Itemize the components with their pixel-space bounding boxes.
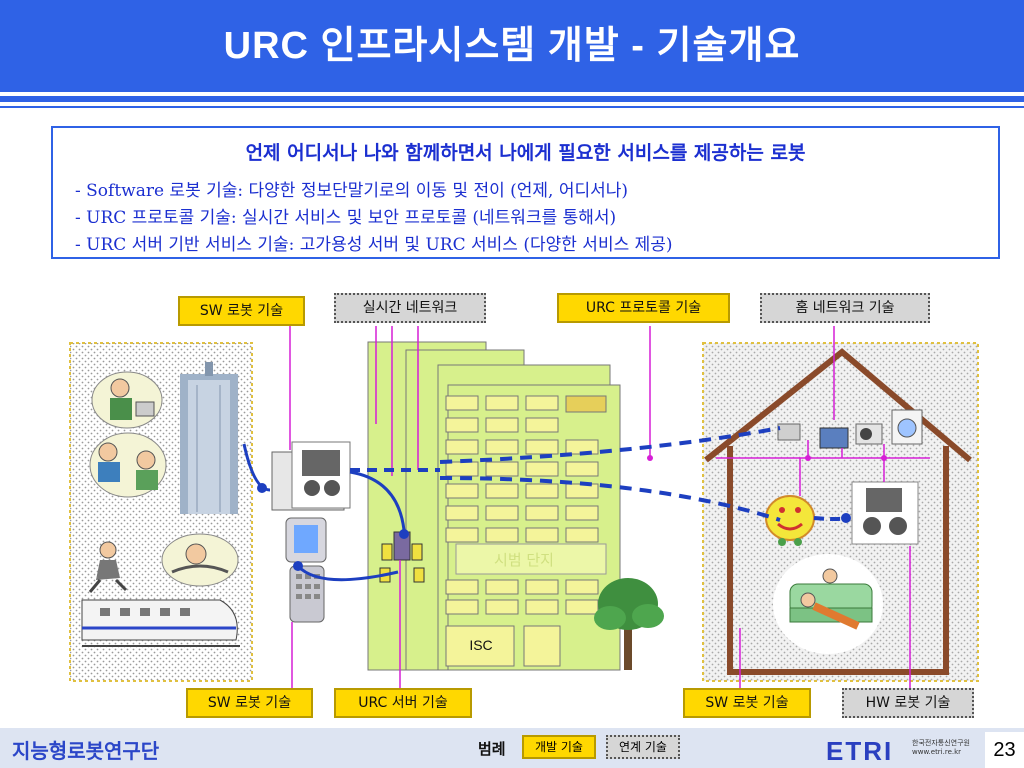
footer-bar	[0, 728, 1024, 768]
etri-logo-subtitle: 한국전자통신연구원 www.etri.re.kr	[912, 739, 970, 756]
label-home-network: 홈 네트워크 기술	[760, 293, 930, 323]
driver-clipart	[161, 533, 239, 587]
label-realtime-network: 실시간 네트워크	[334, 293, 486, 323]
label-hw-robot: HW 로봇 기술	[842, 688, 974, 718]
building-windows	[445, 395, 599, 667]
meeting-people-clipart	[89, 432, 167, 498]
tree-clipart	[594, 578, 664, 670]
server-building	[367, 341, 621, 671]
legend-dev-tech: 개발 기술	[522, 735, 596, 759]
intro-headline: 언제 어디서나 나와 함께하면서 나에게 필요한 서비스를 제공하는 로봇	[245, 142, 806, 164]
skyscraper-image	[180, 362, 238, 514]
connector-nodes	[647, 455, 887, 461]
office-worker-clipart	[91, 371, 163, 429]
label-sw-robot-top: SW 로봇 기술	[178, 296, 305, 326]
running-man-clipart	[88, 541, 128, 593]
intro-line-software-robot: - Software 로봇 기술: 다양한 정보단말기로의 이동 및 전이 (언…	[75, 181, 629, 201]
intro-box: 언제 어디서나 나와 함께하면서 나에게 필요한 서비스를 제공하는 로봇 - …	[51, 126, 1000, 259]
label-sw-robot-bottom-right: SW 로봇 기술	[683, 688, 811, 718]
bullet-train-clipart	[81, 599, 240, 647]
label-sw-robot-bottom-left: SW 로봇 기술	[186, 688, 313, 718]
sw-robot-screen	[271, 441, 351, 511]
header-bar	[0, 0, 1024, 92]
urc-architecture-diagram: 시범 단지 ISC	[69, 326, 979, 688]
label-urc-server: URC 서버 기술	[334, 688, 472, 718]
mobile-phone	[285, 517, 327, 623]
label-connectors	[289, 326, 930, 688]
isc-label: ISC	[469, 637, 492, 653]
page-title: URC 인프라시스템 개발 - 기술개요	[223, 25, 801, 67]
label-urc-protocol: URC 프로토콜 기술	[557, 293, 730, 323]
home-appliances	[777, 409, 923, 449]
header-rule-thick	[0, 96, 1024, 102]
network-nodes	[257, 483, 851, 571]
network-links	[242, 426, 851, 582]
home-hw-robot	[851, 481, 919, 545]
house-roof	[704, 348, 972, 463]
house-walls	[727, 446, 949, 675]
family-on-sofa-clipart	[773, 554, 883, 654]
intro-line-urc-server: - URC 서버 기반 서비스 기술: 고가용성 서버 및 URC 서비스 (다…	[75, 235, 673, 255]
page-number: 23	[985, 732, 1024, 768]
intro-line-urc-protocol: - URC 프로토콜 기술: 실시간 서비스 및 보안 프로토콜 (네트워크를 …	[75, 208, 617, 228]
pilot-complex-sign: 시범 단지	[494, 551, 554, 569]
legend-linked-tech: 연계 기술	[606, 735, 680, 759]
footer-organization: 지능형로봇연구단	[12, 739, 160, 763]
header-rule-thin	[0, 106, 1024, 108]
legend-title: 범례	[478, 740, 506, 758]
highlight-window	[565, 395, 607, 413]
etri-logo: ETRI	[826, 736, 894, 766]
home-robot-character	[765, 495, 815, 546]
